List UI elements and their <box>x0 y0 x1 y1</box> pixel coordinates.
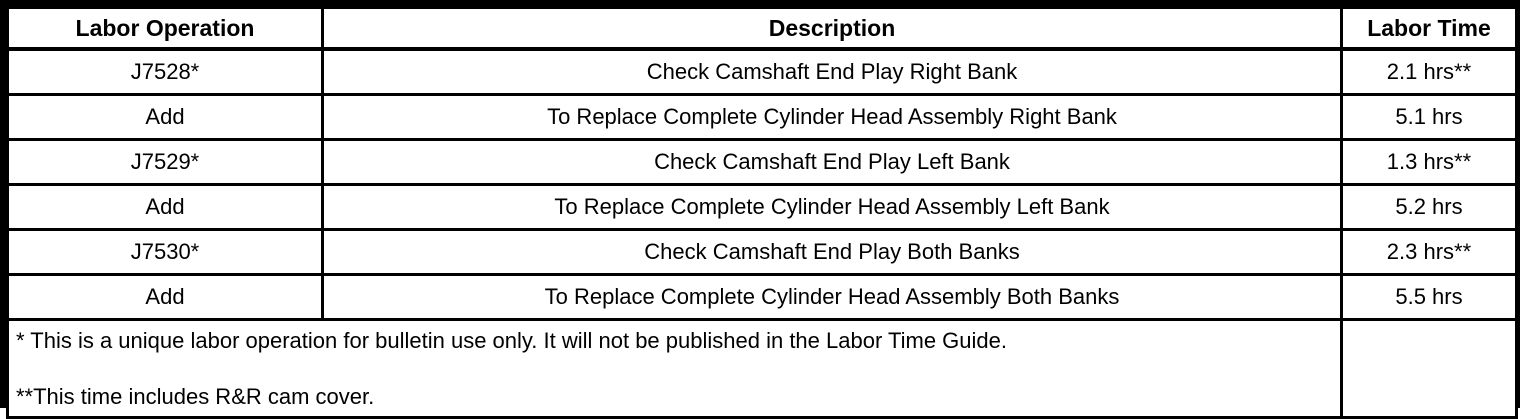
labor-operation-cell: J7530* <box>6 228 324 276</box>
footnote-time-includes: **This time includes R&R cam cover. <box>16 384 375 409</box>
labor-operation-cell: J7528* <box>6 47 324 96</box>
labor-operation-cell: Add <box>6 273 324 321</box>
labor-time-cell: 5.5 hrs <box>1340 273 1518 321</box>
labor-time-cell: 1.3 hrs** <box>1340 138 1518 186</box>
table-row: J7528* Check Camshaft End Play Right Ban… <box>6 47 1518 96</box>
table-row: Add To Replace Complete Cylinder Head As… <box>6 273 1518 321</box>
labor-operation-cell: J7529* <box>6 138 324 186</box>
labor-time-cell: 2.1 hrs** <box>1340 47 1518 96</box>
description-cell: To Replace Complete Cylinder Head Assemb… <box>321 183 1343 231</box>
labor-time-cell: 5.2 hrs <box>1340 183 1518 231</box>
footnote-unique-operation: * This is a unique labor operation for b… <box>16 328 1007 353</box>
table-row: J7530* Check Camshaft End Play Both Bank… <box>6 228 1518 276</box>
labor-operation-cell: Add <box>6 93 324 141</box>
description-cell: To Replace Complete Cylinder Head Assemb… <box>321 93 1343 141</box>
table-row: Add To Replace Complete Cylinder Head As… <box>6 93 1518 141</box>
column-header-labor-time: Labor Time <box>1340 6 1518 51</box>
table-row: J7529* Check Camshaft End Play Left Bank… <box>6 138 1518 186</box>
description-cell: Check Camshaft End Play Right Bank <box>321 47 1343 96</box>
table-header: Labor Operation Description Labor Time <box>6 6 1518 51</box>
labor-operation-cell: Add <box>6 183 324 231</box>
labor-time-cell: 2.3 hrs** <box>1340 228 1518 276</box>
table-row: Add To Replace Complete Cylinder Head As… <box>6 183 1518 231</box>
table-body: J7528* Check Camshaft End Play Right Ban… <box>6 47 1518 419</box>
description-cell: Check Camshaft End Play Both Banks <box>321 228 1343 276</box>
header-row: Labor Operation Description Labor Time <box>6 6 1518 51</box>
column-header-labor-operation: Labor Operation <box>6 6 324 51</box>
labor-time-cell: 5.1 hrs <box>1340 93 1518 141</box>
column-header-description: Description <box>321 6 1343 51</box>
footnotes-cell: * This is a unique labor operation for b… <box>6 318 1343 419</box>
labor-time-table: Labor Operation Description Labor Time J… <box>6 6 1518 419</box>
description-cell: Check Camshaft End Play Left Bank <box>321 138 1343 186</box>
description-cell: To Replace Complete Cylinder Head Assemb… <box>321 273 1343 321</box>
footnote-row: * This is a unique labor operation for b… <box>6 318 1518 419</box>
empty-labor-time-cell <box>1340 318 1518 419</box>
